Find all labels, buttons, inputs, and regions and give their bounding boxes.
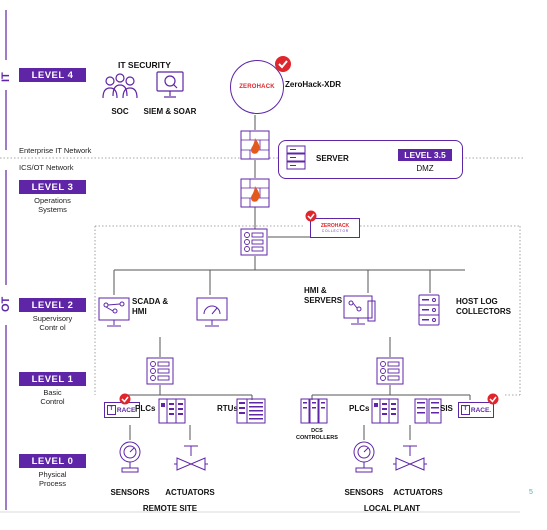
- local-actuators-label: ACTUATORS: [393, 488, 443, 497]
- level-0-description: Physical Process: [19, 470, 86, 488]
- sis-label: SIS: [440, 404, 453, 413]
- firewall-icon: [240, 130, 270, 160]
- soc-label: SOC: [111, 107, 129, 116]
- soc-people-icon: [102, 73, 138, 99]
- enterprise-network-label: Enterprise IT Network: [19, 146, 92, 155]
- check-badge-icon: [305, 210, 317, 222]
- trace-t-icon: T: [460, 405, 470, 415]
- local-plant-label: LOCAL PLANT: [363, 504, 421, 513]
- level-1-desc-text: Basic Control: [40, 388, 65, 406]
- level-3-desc-text: Operations Systems: [34, 196, 71, 214]
- ot-side-label: OT: [0, 296, 12, 312]
- scada-hmi-label: SCADA & HMI: [132, 297, 169, 316]
- level-3-badge: LEVEL 3: [19, 180, 86, 194]
- rtu-icon: [236, 398, 266, 424]
- actuator-valve-icon: [174, 445, 208, 471]
- sensor-icon: [353, 441, 375, 473]
- remote-actuators-label: ACTUATORS: [165, 488, 215, 497]
- it-side-label: IT: [0, 72, 12, 82]
- siem-monitor-icon: [156, 71, 184, 98]
- zerohack-xdr-circle: ZEROHACK: [230, 60, 284, 114]
- level-1-badge: LEVEL 1: [19, 372, 86, 386]
- remote-rtus-label: RTUs: [217, 404, 238, 413]
- remote-sensors-label: SENSORS: [110, 488, 150, 497]
- sensor-icon: [119, 441, 141, 473]
- server-icon: [286, 145, 306, 170]
- local-plcs-label: PLCs: [349, 404, 370, 413]
- firewall-icon: [240, 178, 270, 208]
- network-switch-icon: [376, 357, 404, 385]
- plc-icon: [371, 398, 399, 424]
- zerohack-logo: ZEROHACK: [239, 84, 275, 90]
- level-3-5-badge: LEVEL 3.5: [398, 149, 452, 161]
- level-3-description: Operations Systems: [19, 196, 86, 214]
- sis-server-icon: [414, 398, 442, 424]
- zerohack-xdr-label: ZeroHack-XDR: [285, 80, 342, 89]
- dmz-label: DMZ: [416, 164, 434, 173]
- check-badge-icon: [119, 393, 131, 405]
- it-security-title: IT SECURITY: [118, 60, 171, 70]
- level-0-desc-text: Physical Process: [38, 470, 67, 488]
- hmi-servers-label: HMI & SERVERS: [304, 286, 343, 305]
- local-sensors-label: SENSORS: [344, 488, 384, 497]
- log-collector-server-icon: [418, 294, 440, 326]
- check-badge-icon: [275, 56, 291, 72]
- network-switch-icon: [240, 228, 268, 256]
- level-2-description: Supervisory Contr ol: [19, 314, 86, 332]
- trace-local-label: RACE.: [470, 406, 492, 414]
- remote-site-label: REMOTE SITE: [142, 504, 198, 513]
- hmi-gauge-icon: [196, 297, 228, 327]
- level-0-badge: LEVEL 0: [19, 454, 86, 468]
- actuator-valve-icon: [393, 445, 427, 471]
- network-switch-icon: [146, 357, 174, 385]
- trace-t-icon: T: [106, 405, 116, 415]
- siem-soar-label: SIEM & SOAR: [143, 107, 197, 116]
- check-badge-icon: [487, 393, 499, 405]
- remote-plcs-label: PLCs: [135, 404, 156, 413]
- collector-sub: C O L L E C T O R: [321, 229, 349, 233]
- plc-icon: [158, 398, 186, 424]
- trace-device-local: T RACE.: [458, 402, 494, 418]
- server-label: SERVER: [316, 154, 349, 163]
- scada-workstation-icon: [98, 297, 130, 327]
- host-log-collectors-label: HOST LOG COLLECTORS: [456, 297, 511, 316]
- level-1-description: Basic Control: [19, 388, 86, 406]
- dcs-controllers-label: DCS CONTROLLERS: [296, 428, 338, 441]
- page-number: 5: [529, 489, 533, 496]
- collector-logo: ZEROHACK: [320, 223, 350, 229]
- level-2-desc-text: Supervisory Contr ol: [32, 314, 73, 332]
- zerohack-collector: ZEROHACK C O L L E C T O R: [310, 218, 360, 238]
- level-4-badge: LEVEL 4: [19, 68, 86, 82]
- dcs-controller-icon: [300, 398, 328, 424]
- level-2-badge: LEVEL 2: [19, 298, 86, 312]
- trace-remote-label: RACE.: [116, 406, 138, 414]
- ics-network-label: ICS/OT Network: [19, 163, 74, 172]
- hmi-workstation-icon: [343, 295, 376, 325]
